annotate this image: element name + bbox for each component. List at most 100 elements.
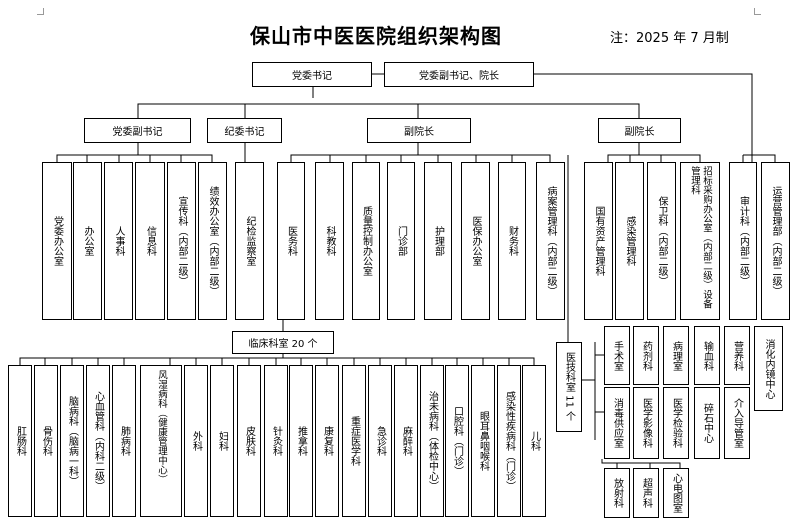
tech-dept-label: 病理室 bbox=[670, 340, 682, 371]
dept-office: 办公室 bbox=[73, 162, 102, 320]
dept-label: 国有资产管理科 bbox=[593, 206, 604, 276]
deputy-party-secretary-box: 党委副书记 bbox=[84, 118, 191, 143]
dept-label: 宣传科（内部二级） bbox=[176, 196, 187, 286]
tech-dept: 医学检验科 bbox=[663, 387, 689, 459]
tech-dept: 超声科 bbox=[633, 468, 659, 518]
dept-discipline-inspection: 纪检监察室 bbox=[235, 162, 264, 320]
clinical-dept-label: 重症医学科 bbox=[348, 416, 360, 466]
tech-dept: 病理室 bbox=[663, 326, 689, 385]
clinical-dept-label: 麻醉科 bbox=[400, 426, 412, 456]
clinical-dept: 重症医学科 bbox=[342, 365, 366, 517]
dept-label: 党委办公室 bbox=[51, 216, 63, 266]
dept-label: 病案管理科（内部二级） bbox=[545, 186, 556, 296]
dept-nursing: 护理部 bbox=[424, 162, 452, 320]
clinical-dept: 口腔科（门诊） bbox=[445, 365, 469, 517]
dept-finance: 财务科 bbox=[498, 162, 526, 320]
dept-label: 审计科（内部二级） bbox=[737, 196, 749, 286]
dept-label: 保卫科（内部二级） bbox=[656, 196, 667, 286]
dept-outpatient: 门诊部 bbox=[387, 162, 415, 320]
tech-dept-label: 输血科 bbox=[701, 340, 713, 371]
clinical-dept-label: 外科 bbox=[190, 431, 202, 451]
dept-information: 信息科 bbox=[135, 162, 165, 320]
clinical-dept-label: 感染性疾病科（门诊） bbox=[503, 391, 515, 491]
clinical-dept-label: 治未病科（体检中心） bbox=[426, 391, 438, 491]
dept-publicity: 宣传科（内部二级） bbox=[167, 162, 196, 320]
tech-dept: 心电图室 bbox=[663, 468, 689, 518]
dept-label: 信息科 bbox=[144, 226, 156, 256]
dept-personnel: 人事科 bbox=[104, 162, 133, 320]
dept-label: 绩效办公室（内部二级） bbox=[207, 186, 218, 296]
dept-label: 办公室 bbox=[82, 226, 93, 256]
clinical-dept: 妇科 bbox=[210, 365, 234, 517]
tech-dept: 营养科 bbox=[724, 326, 750, 385]
clinical-dept: 康复科 bbox=[315, 365, 339, 517]
tech-dept-label: 医学影像科 bbox=[640, 398, 652, 448]
clinical-dept-label: 针灸科 bbox=[270, 426, 282, 456]
page-corner-mark bbox=[754, 8, 761, 15]
clinical-dept-label: 眼耳鼻咽喉科 bbox=[477, 411, 489, 471]
dept-label: 医保办公室 bbox=[470, 216, 481, 266]
clinical-dept: 肺病科 bbox=[112, 365, 136, 517]
clinical-dept: 风湿病科（健康管理中心） bbox=[140, 365, 182, 517]
tech-dept-label: 医学检验科 bbox=[670, 398, 682, 448]
vice-dean-box: 副院长 bbox=[367, 118, 471, 143]
page-corner-mark bbox=[37, 8, 44, 15]
clinical-dept: 肛肠科 bbox=[8, 365, 32, 517]
dept-label: 科教科 bbox=[324, 226, 335, 256]
tech-dept-label: 心电图室 bbox=[670, 473, 682, 513]
vice-dean-box: 副院长 bbox=[598, 118, 681, 143]
dept-party-office: 党委办公室 bbox=[42, 162, 72, 320]
clinical-dept: 感染性疾病科（门诊） bbox=[497, 365, 521, 517]
clinical-dept: 脑病科（脑病一科） bbox=[60, 365, 84, 517]
clinical-dept: 治未病科（体检中心） bbox=[420, 365, 444, 517]
clinical-dept-label: 风湿病科（健康管理中心） bbox=[156, 370, 167, 484]
clinical-dept-label: 康复科 bbox=[321, 426, 333, 456]
clinical-dept-label: 皮肤科 bbox=[243, 426, 255, 456]
clinical-dept-label: 骨伤科 bbox=[40, 426, 52, 456]
dept-label: 质量控制办公室 bbox=[360, 206, 372, 276]
tech-dept-label: 放射科 bbox=[611, 478, 623, 508]
tech-dept-label: 消毒供应室 bbox=[611, 398, 623, 448]
dept-quality-control: 质量控制办公室 bbox=[352, 162, 380, 320]
clinical-dept-label: 心血管科（内科二级） bbox=[92, 391, 104, 491]
clinical-dept-label: 急诊科 bbox=[374, 426, 386, 456]
dept-performance-office: 绩效办公室（内部二级） bbox=[198, 162, 227, 320]
dept-label: 招标采购办公室（内部二级）设备管理科 bbox=[689, 166, 712, 309]
medical-tech-header-label: 医技科室 11 个 bbox=[563, 352, 575, 422]
dept-medical-insurance: 医保办公室 bbox=[461, 162, 490, 320]
discipline-secretary-box: 纪委书记 bbox=[207, 118, 282, 143]
tech-dept: 放射科 bbox=[604, 468, 630, 518]
clinical-dept-label: 脑病科（脑病一科） bbox=[66, 396, 78, 486]
clinical-dept: 眼耳鼻咽喉科 bbox=[471, 365, 495, 517]
dept-label: 人事科 bbox=[113, 226, 124, 256]
party-secretary-box: 党委书记 bbox=[252, 62, 372, 87]
clinical-dept: 外科 bbox=[184, 365, 208, 517]
dept-operations-management: 运营管理部（内部二级） bbox=[761, 162, 790, 320]
deputy-secretary-dean-box: 党委副书记、院长 bbox=[384, 62, 534, 87]
dept-security: 保卫科（内部二级） bbox=[647, 162, 676, 320]
page-title: 保山市中医医院组织架构图 bbox=[250, 24, 502, 48]
medical-tech-header: 医技科室 11 个 bbox=[556, 342, 582, 432]
clinical-dept: 推拿科 bbox=[289, 365, 313, 517]
dept-medical-records: 病案管理科（内部二级） bbox=[536, 162, 565, 320]
clinical-dept-label: 妇科 bbox=[216, 431, 228, 451]
dept-label: 护理部 bbox=[432, 226, 444, 256]
tech-dept: 输血科 bbox=[694, 326, 720, 385]
tech-dept: 药剂科 bbox=[633, 326, 659, 385]
tech-dept: 手术室 bbox=[604, 326, 630, 385]
clinical-dept-label: 推拿科 bbox=[295, 426, 307, 456]
tech-dept: 医学影像科 bbox=[633, 387, 659, 459]
clinical-dept: 儿科 bbox=[522, 365, 546, 517]
dept-infection-control: 感染管理科 bbox=[615, 162, 644, 320]
dept-medical-affairs: 医务科 bbox=[277, 162, 305, 320]
clinical-dept: 骨伤科 bbox=[34, 365, 58, 517]
clinical-departments-header: 临床科室 20 个 bbox=[232, 331, 334, 354]
clinical-dept-label: 儿科 bbox=[528, 431, 540, 451]
clinical-dept: 急诊科 bbox=[368, 365, 392, 517]
date-note: 注：2025 年 7 月制 bbox=[610, 31, 729, 46]
digestive-endoscopy-label: 消化内镜中心 bbox=[763, 338, 774, 399]
dept-label: 财务科 bbox=[506, 226, 518, 256]
tech-dept: 介入导管室 bbox=[724, 387, 750, 459]
clinical-dept-label: 肛肠科 bbox=[14, 426, 26, 456]
dept-label: 门诊部 bbox=[395, 226, 407, 256]
